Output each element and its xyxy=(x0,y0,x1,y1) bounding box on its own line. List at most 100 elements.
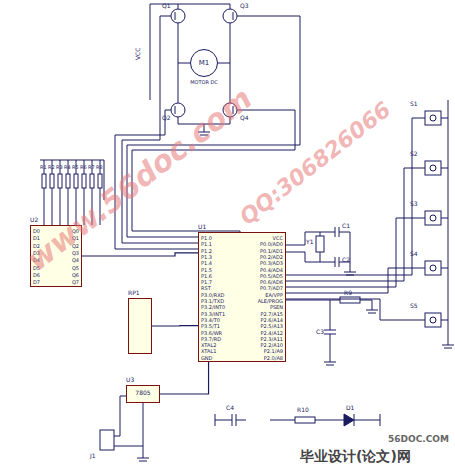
component-outline: 7805 xyxy=(126,385,160,403)
part-label: Q1 xyxy=(162,2,171,9)
pin-name: P2.2/A10 xyxy=(261,342,283,348)
pin-name: P3.0/RXD xyxy=(201,292,224,298)
resistor-symbol xyxy=(42,174,46,188)
part-label: Q2 xyxy=(162,114,171,121)
part-label: R2 xyxy=(48,164,55,170)
resistor-symbol xyxy=(50,174,54,188)
part-label: C1 xyxy=(342,222,350,229)
pin-name: P0.0/AD0 xyxy=(260,241,283,247)
pin-name: P2.6/A14 xyxy=(261,317,283,323)
button-symbol xyxy=(425,313,441,327)
button-symbol xyxy=(430,165,436,171)
part-label: R7 xyxy=(88,164,95,170)
part-label: R5 xyxy=(72,164,79,170)
component-outline: P1.0P1.1P1.2P1.3P1.4P1.5P1.6P1.7RSTP3.0/… xyxy=(198,232,286,362)
pin-name: P3.4/T0 xyxy=(201,317,220,323)
part-label: R3 xyxy=(56,164,63,170)
pin-name: VCC xyxy=(273,235,283,241)
pin-name: Q5 xyxy=(72,265,79,272)
button-symbol xyxy=(430,115,436,121)
pin-name: P3.6/WR xyxy=(201,330,222,336)
part-name: RP1 xyxy=(128,289,140,296)
part-label: C4 xyxy=(226,404,234,411)
motor-symbol: M1MOTOR DC xyxy=(190,49,218,89)
pin-name: P1.5 xyxy=(201,267,212,273)
part-name: U3 xyxy=(126,376,134,383)
wire-bus xyxy=(160,362,209,394)
wire-bus xyxy=(152,325,198,327)
pin-name: P1.2 xyxy=(201,248,212,254)
pin-name: P3.7/RD xyxy=(201,336,221,342)
pin-name: P0.3/AD3 xyxy=(260,260,283,266)
part-label: S5 xyxy=(410,302,418,309)
pin-name: P1.7 xyxy=(201,279,212,285)
pin-name: Q7 xyxy=(72,279,79,286)
pin-name: P1.3 xyxy=(201,254,212,260)
wire xyxy=(286,268,425,293)
part-value: MOTOR DC xyxy=(190,79,218,85)
pin-name: Q4 xyxy=(72,257,79,264)
resistor-symbol xyxy=(82,174,86,188)
part-label: S2 xyxy=(410,150,418,157)
reset-circuit xyxy=(286,297,378,365)
wire xyxy=(52,188,53,225)
pin-name: P0.1/AD1 xyxy=(260,248,283,254)
part-label: VCC xyxy=(134,48,141,60)
part-label: Y1 xyxy=(306,238,313,245)
pin-name: P1.4 xyxy=(201,260,212,266)
part-value: 7805 xyxy=(135,389,150,396)
part-label: R10 xyxy=(297,406,309,413)
pin-name: P0.6/AD6 xyxy=(260,279,283,285)
button-symbol xyxy=(425,111,441,125)
part-label: R9 xyxy=(344,289,352,296)
part-label: J1 xyxy=(90,452,96,459)
wire xyxy=(441,168,448,169)
pin-name: P1.6 xyxy=(201,273,212,279)
resistor-symbol xyxy=(58,174,62,188)
wire xyxy=(44,188,45,225)
button-symbol xyxy=(430,265,436,271)
pin-name: RST xyxy=(201,285,211,291)
wire xyxy=(441,320,448,321)
component-box: RP1 xyxy=(128,298,152,354)
wire xyxy=(286,299,425,320)
resistor-symbol xyxy=(74,174,78,188)
wire xyxy=(441,118,448,119)
pin-name: P1.1 xyxy=(201,241,212,247)
part-label: R8 xyxy=(96,164,103,170)
pin-name: PSEN xyxy=(270,304,283,310)
button-symbol xyxy=(425,211,441,225)
part-label: R4 xyxy=(64,164,71,170)
part-name: U1 xyxy=(198,223,206,230)
pin-name: GND xyxy=(201,355,212,361)
part-name: U2 xyxy=(30,216,38,223)
pin-name: P3.3/INT1 xyxy=(201,311,225,317)
pin-name: P2.5/A13 xyxy=(261,323,283,329)
pin-name: P0.5/AD5 xyxy=(260,273,283,279)
pin-name: ALE/PROG xyxy=(258,298,283,304)
part-label: C2 xyxy=(342,256,350,263)
indicator-circuit xyxy=(215,414,380,426)
button-symbol xyxy=(425,161,441,175)
pin-name: D7 xyxy=(33,279,40,286)
power-supply xyxy=(100,396,149,461)
watermark: 56DOC.COM xyxy=(388,434,449,445)
part-label: S3 xyxy=(410,200,418,207)
part-label: R1 xyxy=(40,164,47,170)
pin-name: P2.4/A12 xyxy=(261,330,283,336)
resistor-symbol xyxy=(90,174,94,188)
pin-name: P2.3/A11 xyxy=(261,336,283,342)
button-symbol xyxy=(425,261,441,275)
pin-name: P2.1/A9 xyxy=(264,348,283,354)
wire-bus xyxy=(82,253,198,256)
component-outline xyxy=(128,298,152,354)
pin-name: P0.7/AD7 xyxy=(260,285,283,291)
pin-name: EA/VPP xyxy=(265,292,283,298)
pin-name: P3.5/T1 xyxy=(201,323,220,329)
part-label: S4 xyxy=(410,250,418,257)
wire xyxy=(441,218,448,219)
wire xyxy=(441,268,448,269)
button-symbol xyxy=(430,215,436,221)
pin-name: P3.1/TXD xyxy=(201,298,224,304)
wire xyxy=(286,218,425,287)
